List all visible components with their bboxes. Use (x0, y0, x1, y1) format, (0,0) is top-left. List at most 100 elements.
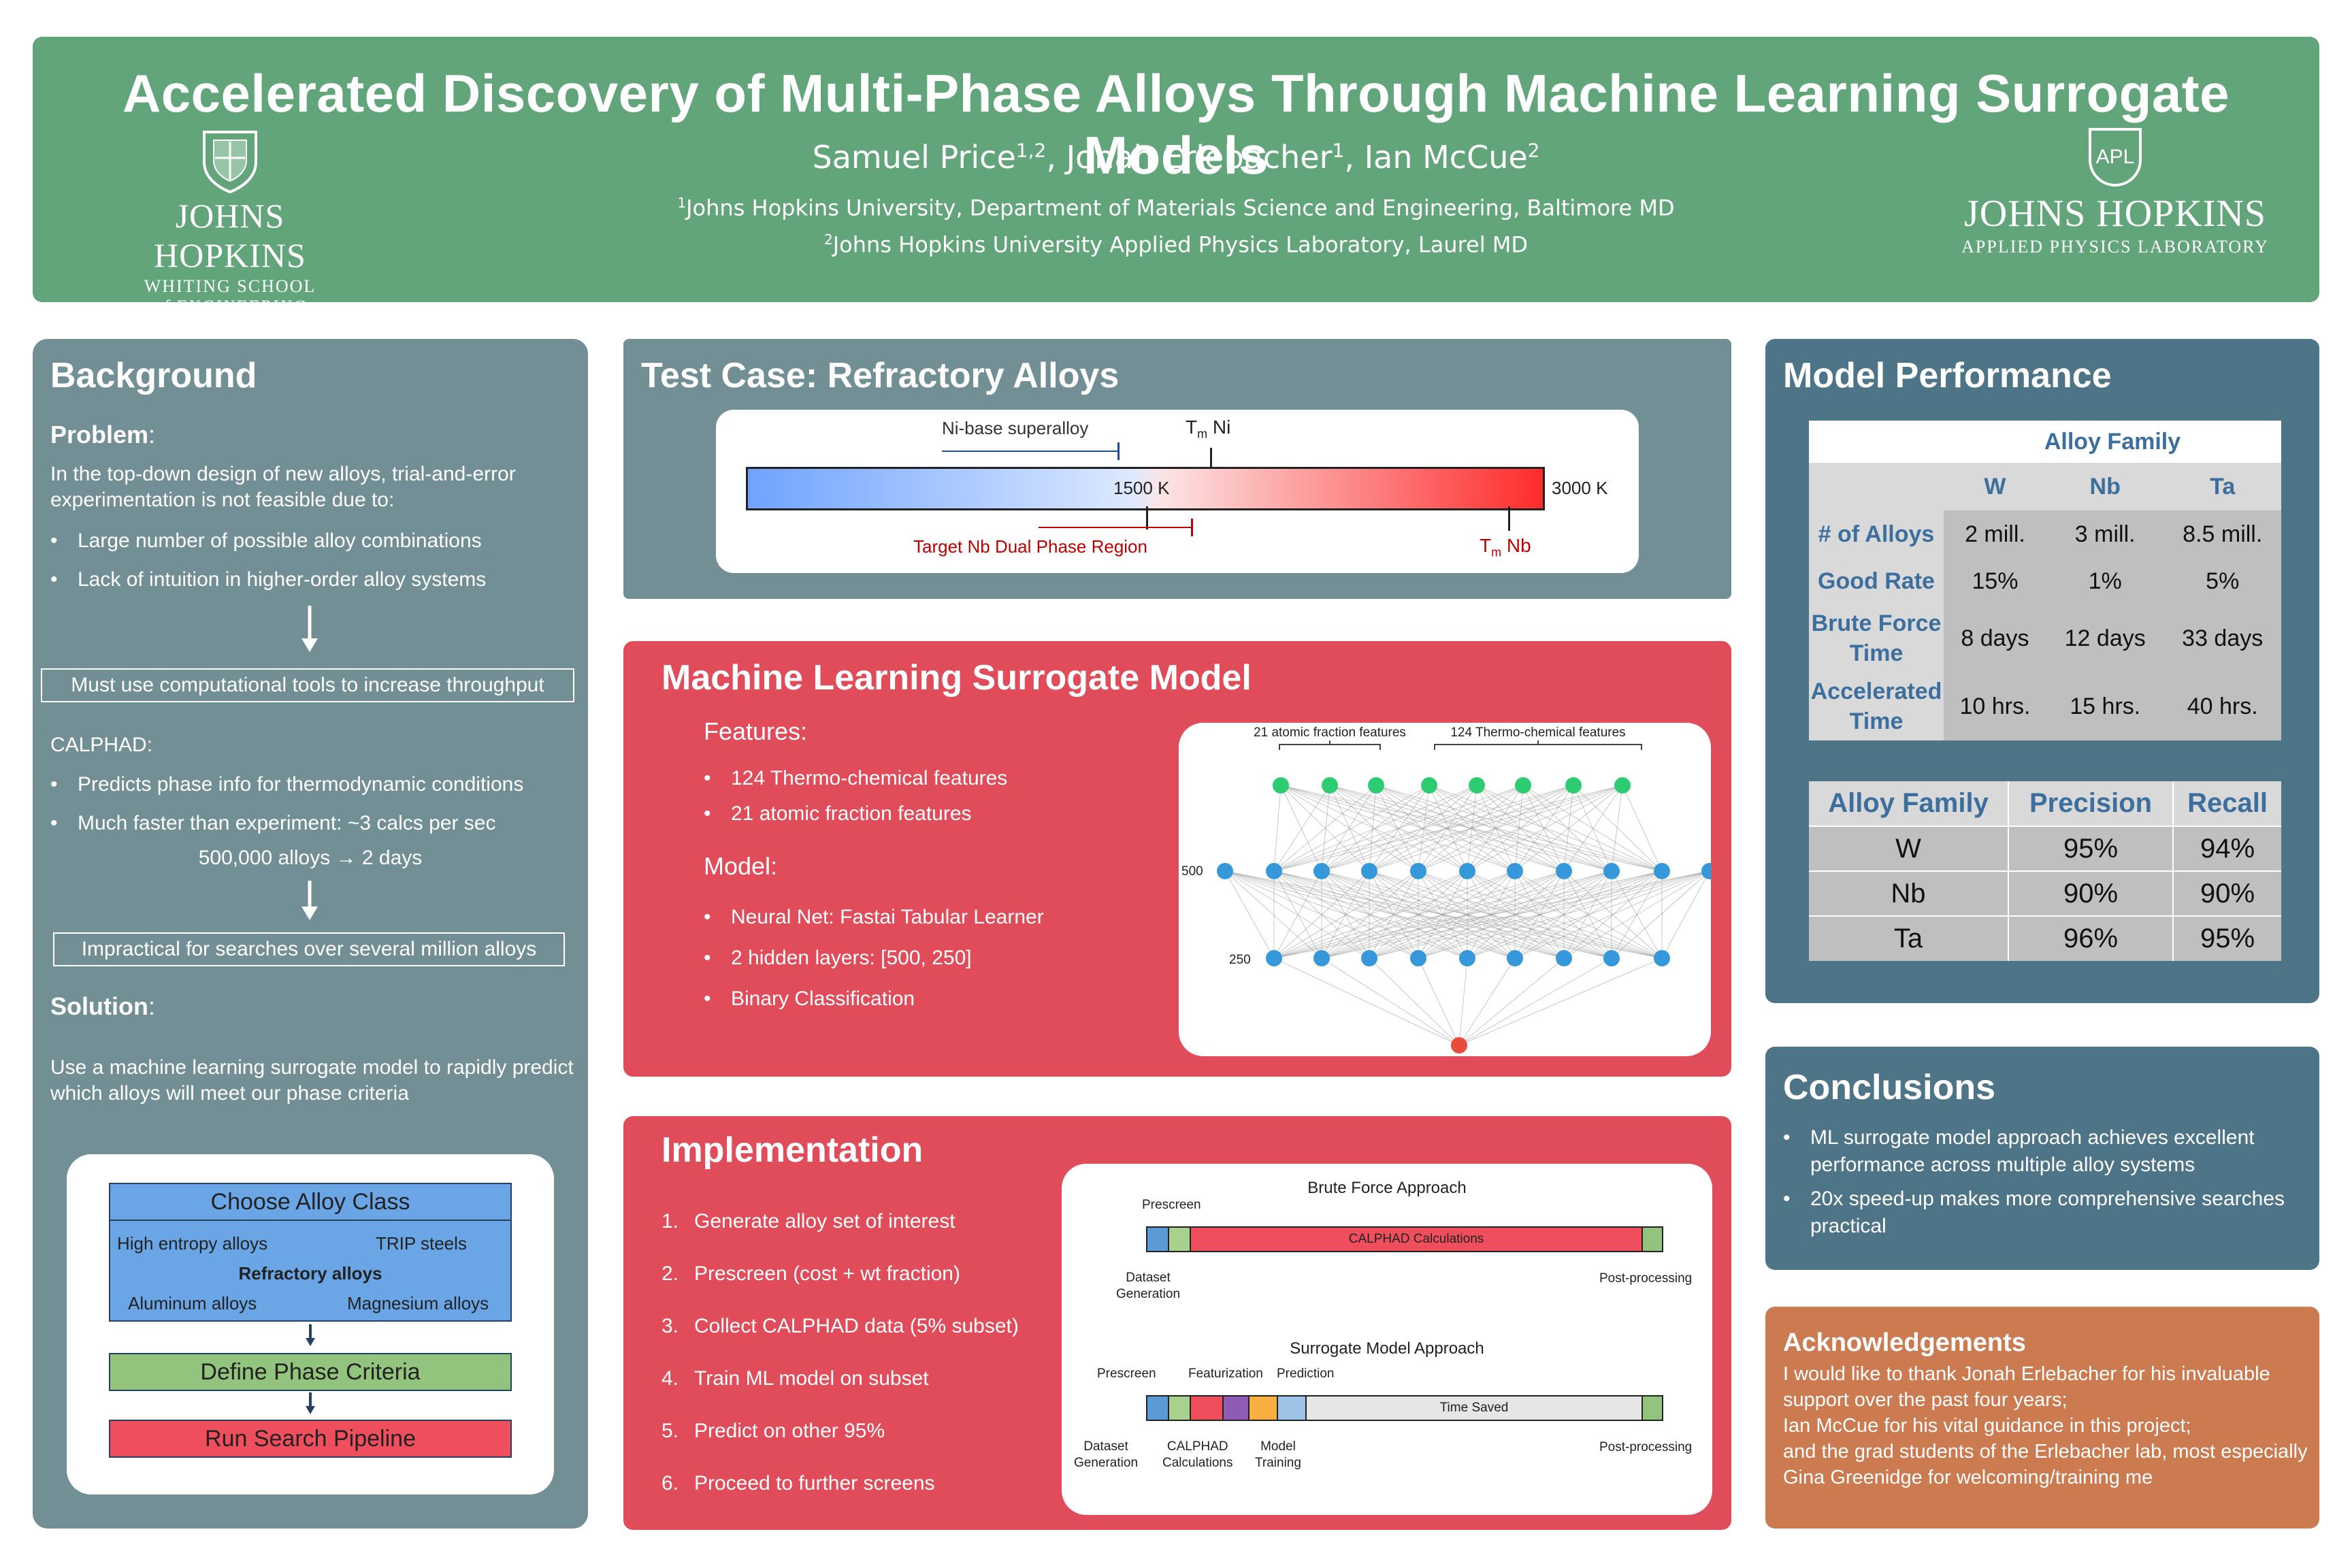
neural-net-diagram: 21 atomic fraction features 124 Thermo-c… (1181, 725, 1711, 1054)
model-training-segment (1250, 1396, 1278, 1420)
nn-edge (1375, 785, 1612, 872)
apl-badge-icon: APL (2089, 128, 2142, 186)
arrow-down-icon (301, 606, 318, 652)
nn-edge (1273, 870, 1663, 959)
brute-force-title: Brute Force Approach (1307, 1179, 1467, 1197)
list-item: 21 atomic fraction features (704, 796, 1007, 832)
problem-text: In the top-down design of new alloys, tr… (50, 463, 516, 511)
tm-ni-label: Tm Ni (1186, 416, 1231, 441)
affiliation-1: 1Johns Hopkins University, Department of… (677, 195, 1675, 221)
list-item: 5.Predict on other 95% (662, 1420, 885, 1442)
nn-edge (1514, 785, 1524, 872)
nn-edge (1273, 785, 1330, 872)
tm-ni-tick (1210, 448, 1212, 471)
prediction-segment (1278, 1396, 1307, 1420)
hidden-node (1556, 863, 1572, 879)
test-case-panel: Test Case: Refractory Alloys Ni-base sup… (623, 339, 1731, 599)
nn-edge (1458, 958, 1468, 1046)
nn-edge (1321, 785, 1377, 872)
input-node (1273, 777, 1289, 794)
table-row: Nb 90% 90% (1809, 871, 2281, 916)
nn-edge (1273, 870, 1612, 959)
nn-edge (1273, 785, 1281, 872)
ni-superalloy-end-tick (1117, 442, 1120, 460)
column-header: Nb (2089, 473, 2121, 500)
surrogate-post-label: Post-processing (1599, 1440, 1693, 1454)
nn-edge (1224, 870, 1275, 959)
hidden-node (1556, 950, 1572, 966)
atomic-features-label: 21 atomic fraction features (1254, 725, 1406, 740)
nn-edge (1563, 785, 1623, 872)
list-item: Lack of intuition in higher-order alloy … (50, 560, 574, 599)
prescreen-segment (1169, 1228, 1191, 1251)
target-region-range (1039, 527, 1192, 528)
authors: Samuel Price1,2, Jonah Erlebacher1, Ian … (812, 139, 1540, 176)
surrogate-featurization-label: Featurization (1188, 1367, 1263, 1381)
hidden-node (1654, 950, 1670, 966)
nn-edge (1522, 785, 1612, 872)
nn-edge (1611, 870, 1710, 959)
problem-label: Problem: (50, 421, 156, 448)
nn-edge (1467, 785, 1623, 872)
nn-edge (1369, 870, 1710, 959)
atomic-features-bracket (1279, 740, 1381, 750)
nn-edge (1273, 870, 1565, 959)
features-label: Features: (704, 717, 808, 745)
dataset-segment (1147, 1396, 1169, 1420)
nn-edge (1375, 785, 1516, 872)
hidden-node (1361, 863, 1377, 879)
nn-edge (1321, 785, 1524, 872)
hidden-node (1266, 950, 1282, 966)
list-item: 20x speed-up makes more comprehensive se… (1783, 1186, 2300, 1240)
list-item: Predicts phase info for thermodynamic co… (50, 765, 574, 804)
arrow-down-icon (301, 881, 318, 920)
calphad-segment (1191, 1396, 1224, 1420)
hidden-node (1313, 863, 1330, 879)
hidden-node (1217, 863, 1233, 879)
nn-edge (1273, 958, 1460, 1046)
nn-edge (1458, 958, 1516, 1046)
list-item: 124 Thermo-chemical features (704, 761, 1007, 796)
run-search-pipeline-box: Run Search Pipeline (109, 1420, 512, 1458)
target-region-end-tick (1191, 519, 1193, 536)
list-item: ML surrogate model approach achieves exc… (1783, 1124, 2300, 1179)
nn-edge (1321, 958, 1460, 1046)
input-node (1565, 777, 1582, 794)
temperature-scale-card: Ni-base superalloy Tm Ni 1500 K 3000 K T… (716, 410, 1639, 573)
hidden-node (1603, 863, 1620, 879)
thermo-features-bracket (1434, 740, 1642, 750)
conclusions-title: Conclusions (1783, 1068, 1996, 1107)
hidden-node (1701, 863, 1711, 879)
nn-edge (1514, 785, 1623, 872)
nn-edge (1622, 785, 1663, 872)
input-node (1421, 777, 1437, 794)
acknowledgements-panel: Acknowledgements I would like to thank J… (1765, 1307, 2319, 1529)
nn-edge (1273, 785, 1430, 872)
implementation-panel: Implementation 1.Generate alloy set of i… (623, 1116, 1731, 1530)
calphad-bullets: Predicts phase info for thermodynamic co… (50, 765, 574, 843)
list-item: 4.Train ML model on subset (662, 1367, 929, 1390)
alloy-family-header: Alloy Family (2044, 428, 2181, 455)
table-row: Ta 96% 95% (1809, 916, 2281, 961)
test-case-title: Test Case: Refractory Alloys (641, 356, 1120, 395)
nn-edge (1273, 870, 1468, 959)
table-row: Brute Force Time 8 days 12 days 33 days (1809, 604, 2281, 672)
prescreen-segment (1169, 1396, 1191, 1420)
layer1-size-label: 500 (1181, 864, 1203, 879)
nn-edge (1273, 870, 1370, 959)
list-item: Neural Net: Fastai Tabular Learner (704, 897, 1044, 938)
list-item: Large number of possible alloy combinati… (50, 521, 574, 560)
nn-edge (1369, 785, 1524, 872)
model-list: Neural Net: Fastai Tabular Learner 2 hid… (704, 897, 1044, 1019)
model-label: Model: (704, 852, 778, 880)
surrogate-bar: Time Saved (1146, 1395, 1663, 1421)
time-saved-segment: Time Saved (1307, 1396, 1643, 1420)
post-segment (1643, 1396, 1662, 1420)
header-banner: Accelerated Discovery of Multi-Phase All… (33, 37, 2319, 316)
nn-edge (1522, 785, 1565, 872)
jhu-whiting-logo: JOHNS HOPKINS WHITING SCHOOL of ENGINEER… (128, 128, 332, 316)
list-item: 2.Prescreen (cost + wt fraction) (662, 1262, 960, 1285)
hidden-node (1459, 950, 1475, 966)
